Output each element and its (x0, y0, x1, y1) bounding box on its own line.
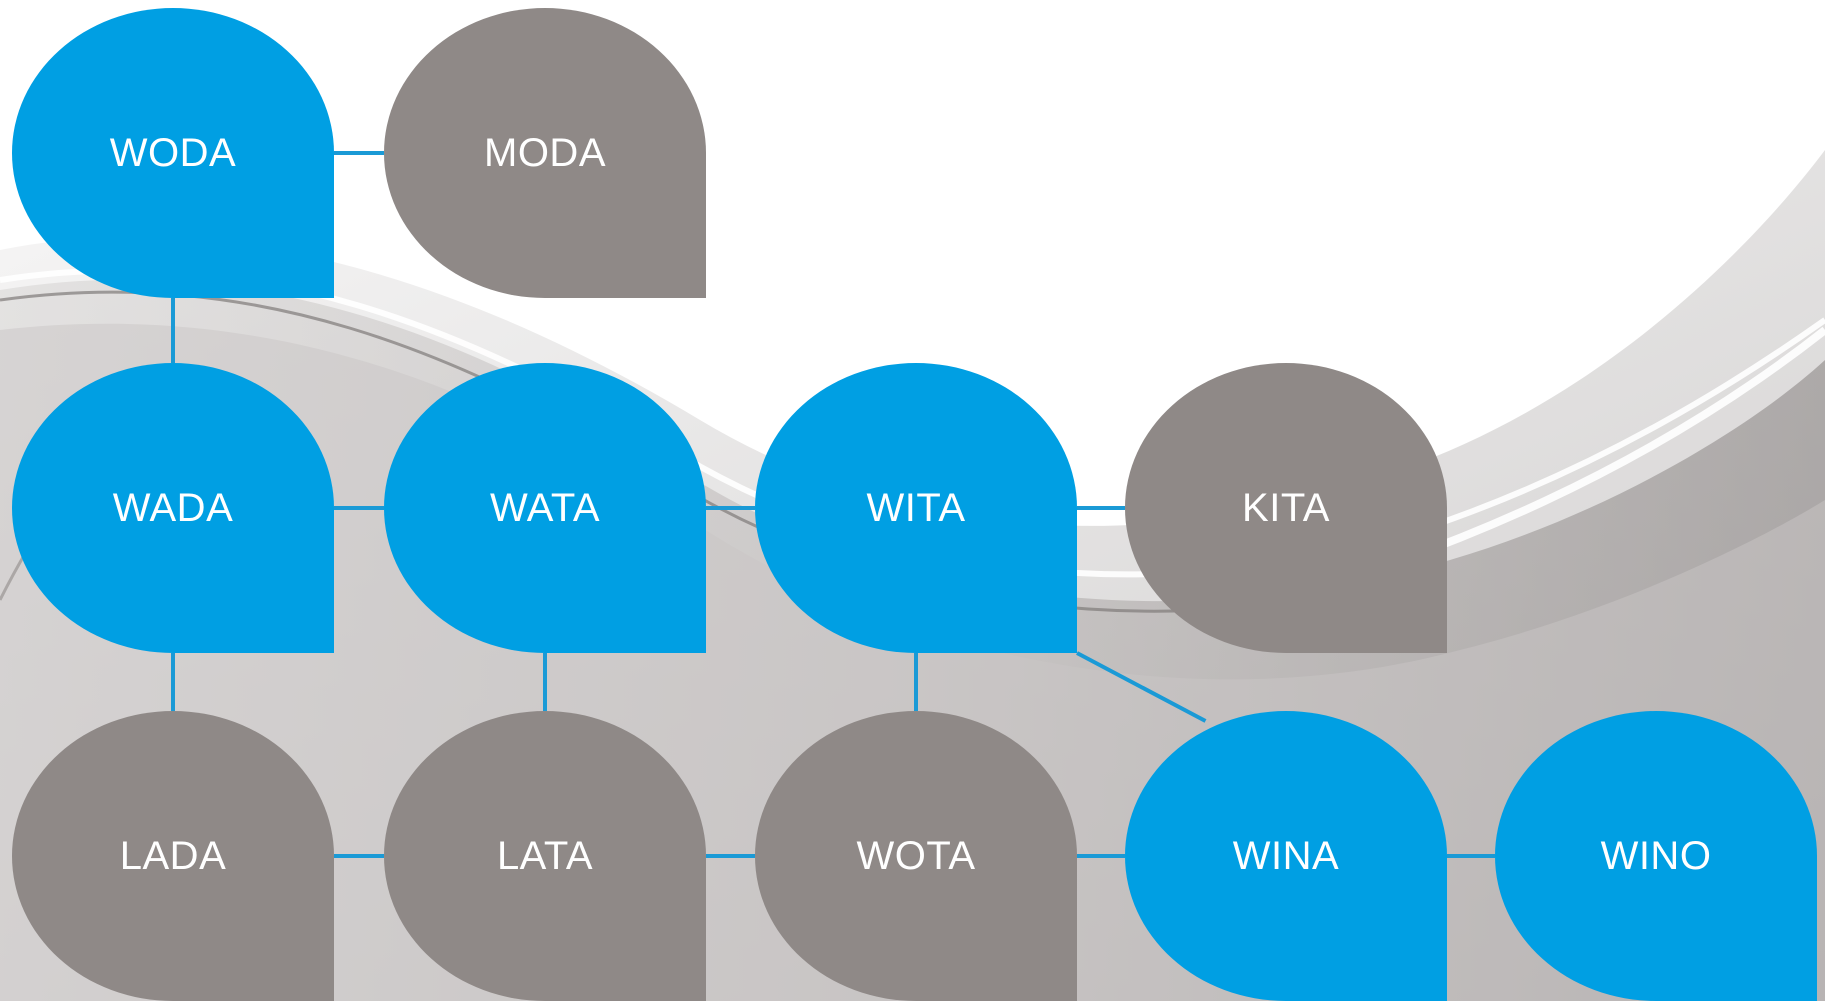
node-label-kita: KITA (1242, 485, 1330, 530)
node-wada: WADA (12, 363, 334, 653)
node-wita: WITA (755, 363, 1077, 653)
node-label-woda: WODA (109, 130, 237, 175)
node-lada: LADA (12, 711, 334, 1001)
node-moda: MODA (384, 8, 706, 298)
connector-wita-wina (1076, 651, 1207, 723)
node-label-lata: LATA (496, 833, 594, 878)
node-woda: WODA (12, 8, 334, 298)
node-label-moda: MODA (484, 130, 606, 175)
node-label-lada: LADA (119, 833, 227, 878)
node-label-wota: WOTA (856, 833, 976, 878)
node-label-wino: WINO (1600, 833, 1712, 878)
node-label-wada: WADA (112, 485, 234, 530)
node-wino: WINO (1495, 711, 1817, 1001)
node-wina: WINA (1125, 711, 1447, 1001)
node-wota: WOTA (755, 711, 1077, 1001)
node-lata: LATA (384, 711, 706, 1001)
node-label-wina: WINA (1232, 833, 1340, 878)
node-label-wita: WITA (866, 485, 966, 530)
node-label-wata: WATA (489, 485, 601, 530)
node-wata: WATA (384, 363, 706, 653)
node-kita: KITA (1125, 363, 1447, 653)
